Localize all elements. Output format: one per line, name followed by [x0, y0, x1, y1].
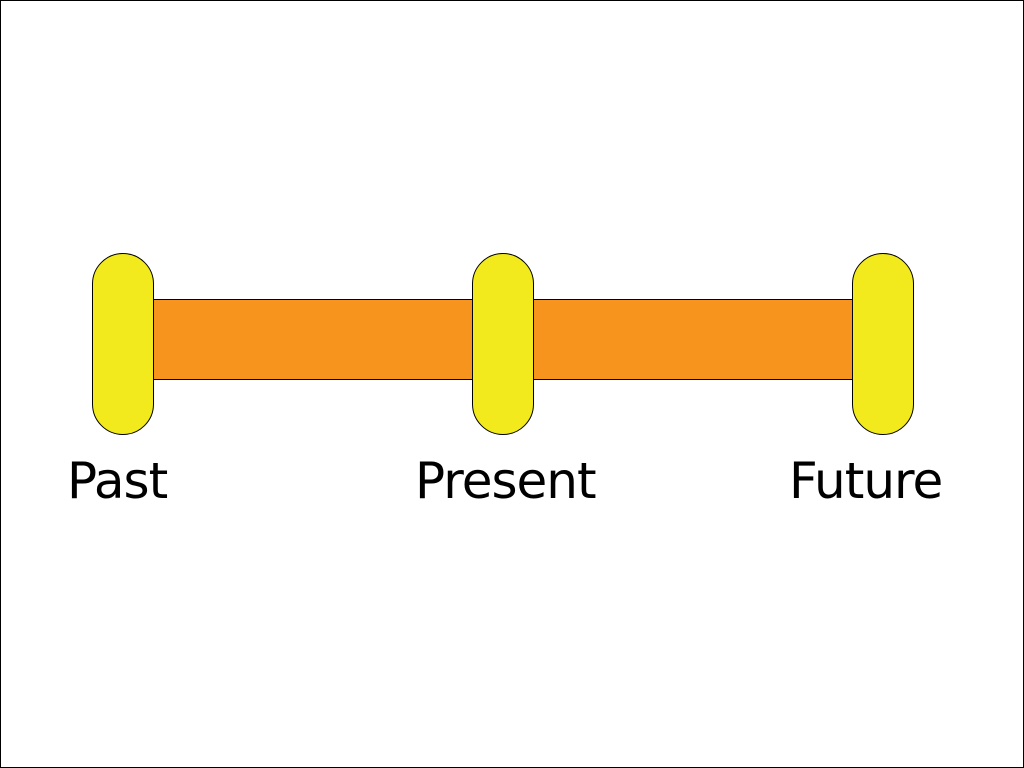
label-future: Future [789, 452, 943, 510]
timeline-segment-present-future [531, 299, 855, 380]
timeline-marker-past [92, 253, 154, 435]
label-past: Past [67, 452, 168, 510]
label-present: Present [415, 452, 597, 510]
timeline-segment-past-present [151, 299, 475, 380]
timeline-marker-present [472, 253, 534, 435]
timeline-marker-future [852, 253, 914, 435]
